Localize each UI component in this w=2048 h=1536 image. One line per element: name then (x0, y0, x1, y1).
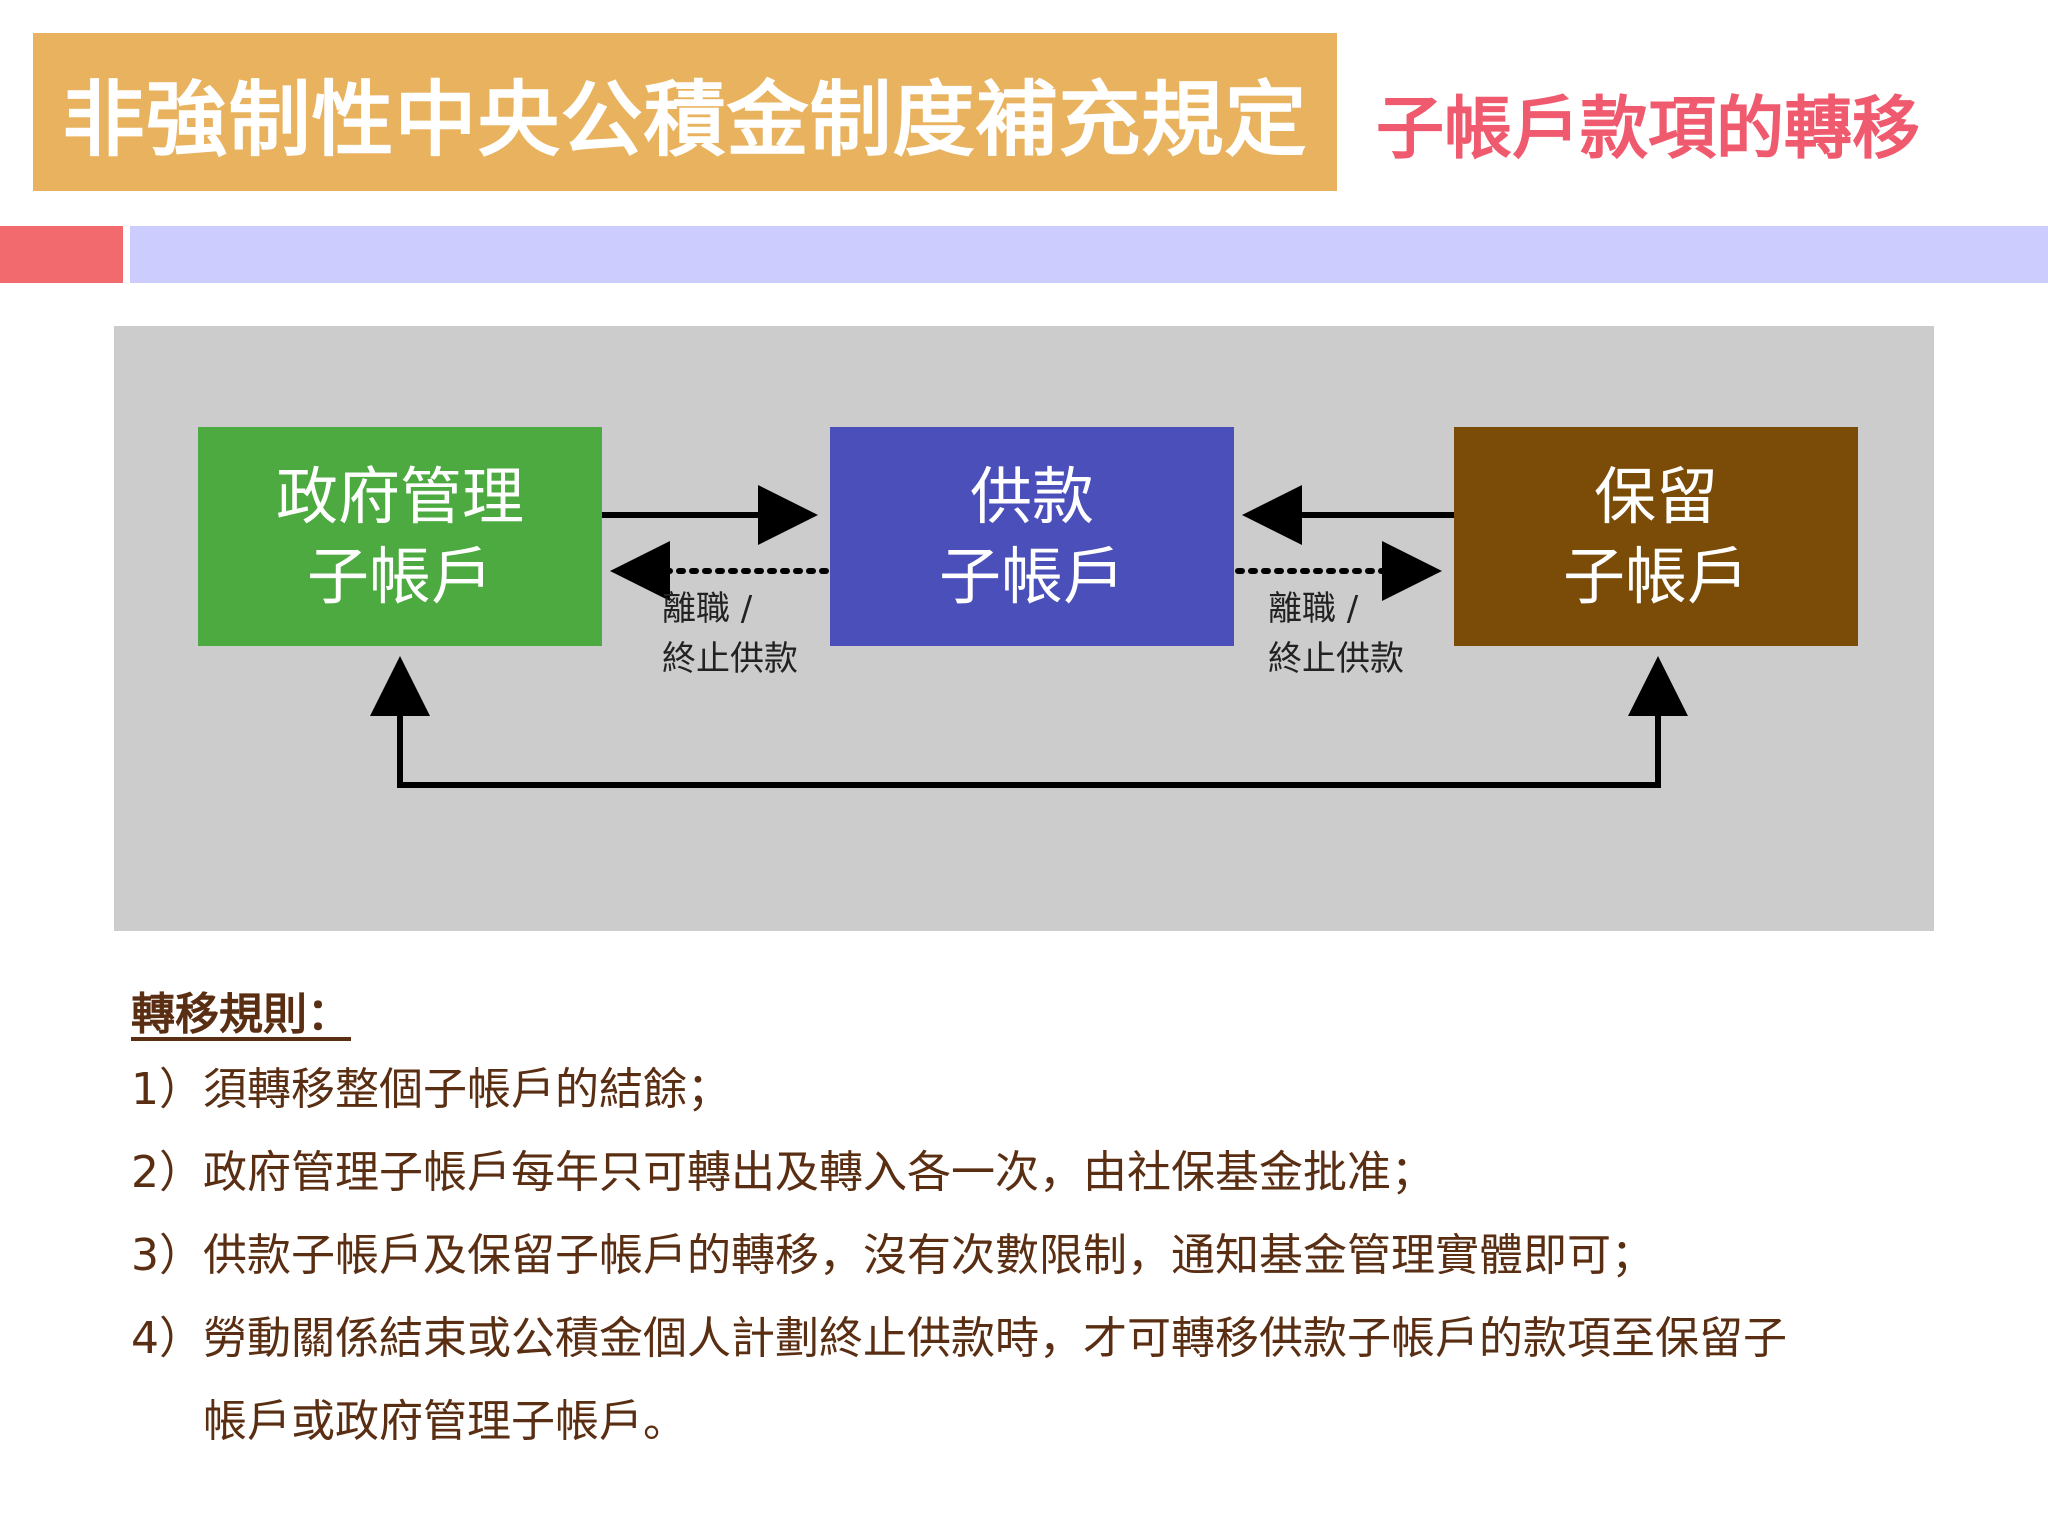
label-leave-terminate-left: 離職 / 終止供款 (662, 584, 798, 684)
label-left-line1: 離職 / (662, 589, 753, 629)
accent-bar-lavender (130, 226, 2048, 283)
gov-box-line1: 政府管理 (275, 459, 524, 533)
preservation-subaccount-box: 保留 子帳戶 (1454, 427, 1858, 646)
rule-number: 4） (131, 1313, 203, 1364)
accent-bar-red (0, 226, 123, 283)
contrib-box-line1: 供款 (969, 459, 1094, 533)
contrib-box-line2: 子帳戶 (938, 539, 1125, 613)
label-leave-terminate-right: 離職 / 終止供款 (1268, 584, 1404, 684)
rule-number: 1） (131, 1064, 203, 1115)
rule-item: 2）政府管理子帳戶每年只可轉出及轉入各一次，由社保基金批准； (131, 1145, 1435, 1201)
rule-text: 勞動關係結束或公積金個人計劃終止供款時，才可轉移供款子帳戶的款項至保留子 (203, 1313, 1787, 1364)
rule-item: 4）勞動關係結束或公積金個人計劃終止供款時，才可轉移供款子帳戶的款項至保留子 (131, 1311, 1787, 1367)
label-left-line2: 終止供款 (662, 639, 798, 679)
rules-heading: 轉移規則： (131, 989, 351, 1040)
label-right-line1: 離職 / (1268, 589, 1359, 629)
rule-number: 2） (131, 1147, 203, 1198)
page-title: 非強制性中央公積金制度補充規定 (33, 33, 1337, 191)
page-subtitle: 子帳戶款項的轉移 (1376, 89, 1921, 169)
label-right-line2: 終止供款 (1268, 639, 1404, 679)
rule-text-continuation: 帳戶或政府管理子帳戶。 (203, 1396, 687, 1447)
rule-text: 政府管理子帳戶每年只可轉出及轉入各一次，由社保基金批准； (203, 1147, 1435, 1198)
rule-item: 3）供款子帳戶及保留子帳戶的轉移，沒有次數限制，通知基金管理實體即可； (131, 1228, 1655, 1284)
gov-managed-subaccount-box: 政府管理 子帳戶 (198, 427, 602, 646)
rule-text: 供款子帳戶及保留子帳戶的轉移，沒有次數限制，通知基金管理實體即可； (203, 1230, 1655, 1281)
contribution-subaccount-box: 供款 子帳戶 (830, 427, 1234, 646)
preserve-box-line2: 子帳戶 (1562, 539, 1749, 613)
gov-box-line2: 子帳戶 (306, 539, 493, 613)
rule-text: 須轉移整個子帳戶的結餘； (203, 1064, 731, 1115)
rule-number: 3） (131, 1230, 203, 1281)
preserve-box-line1: 保留 (1593, 459, 1718, 533)
rule-item: 1）須轉移整個子帳戶的結餘； (131, 1062, 731, 1118)
